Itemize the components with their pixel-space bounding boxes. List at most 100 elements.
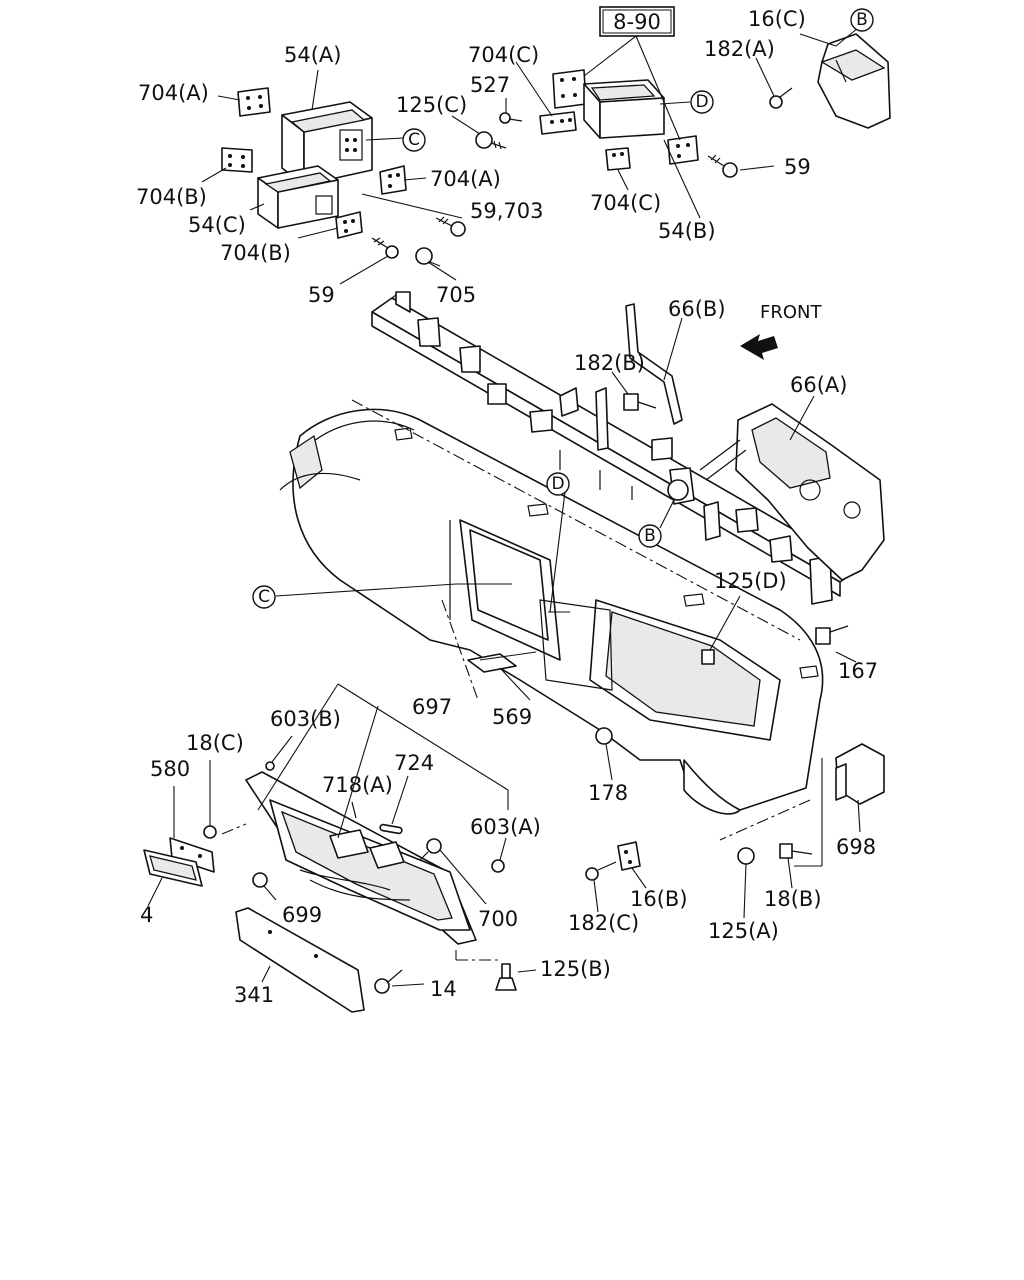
screw-18c-illustration — [203, 760, 247, 839]
callout-d-top-text: D — [695, 92, 708, 112]
plate-569-illustration — [467, 651, 537, 701]
clip-705-illustration — [415, 247, 441, 267]
callout-c-leaders — [275, 583, 512, 597]
bolt-167-illustration — [815, 625, 857, 663]
ref-box-8-90: 8-90 — [599, 6, 675, 37]
label-182a: 182(A) — [704, 37, 775, 61]
screw-527-illustration — [499, 98, 523, 124]
screw-59-703-illustration — [435, 216, 466, 237]
label-54a: 54(A) — [284, 43, 341, 67]
label-66b: 66(B) — [668, 297, 726, 321]
screw-603a-illustration — [491, 837, 507, 873]
clip-699-illustration — [252, 872, 277, 901]
label-704c-bot: 704(C) — [590, 191, 661, 215]
label-699: 699 — [282, 903, 322, 927]
front-label: FRONT — [760, 302, 822, 323]
label-700: 700 — [478, 907, 518, 931]
callout-c-panel: C — [252, 585, 276, 609]
callout-b-leaders — [659, 479, 689, 529]
label-603b: 603(B) — [270, 707, 341, 731]
label-66a: 66(A) — [790, 373, 847, 397]
callout-b-panel-text: B — [644, 526, 656, 546]
label-705: 705 — [436, 283, 476, 307]
label-704b-top: 704(B) — [136, 185, 207, 209]
label-125a: 125(A) — [708, 919, 779, 943]
label-341: 341 — [234, 983, 274, 1007]
label-704b-mid: 704(B) — [220, 241, 291, 265]
label-718a: 718(A) — [322, 773, 393, 797]
bracket-66a-illustration — [699, 395, 885, 581]
front-arrow: FRONT — [740, 302, 822, 360]
callout-d-panel-text: D — [551, 474, 564, 494]
pad-724-illustration — [379, 775, 409, 835]
bracket-704b-mid-illustration — [335, 211, 363, 239]
label-125b: 125(B) — [540, 957, 611, 981]
bracket-rt-illustration — [667, 135, 699, 165]
label-569: 569 — [492, 705, 532, 729]
label-18b: 18(B) — [764, 887, 822, 911]
glove-box-697-illustration — [245, 683, 509, 945]
screw-700-illustration — [419, 838, 487, 905]
callout-c-top: C — [402, 128, 426, 152]
bolt-18b-illustration — [779, 843, 813, 889]
label-698: 698 — [836, 835, 876, 859]
bracket-704a-top-illustration — [237, 87, 271, 117]
bracket-698-illustration — [794, 743, 885, 867]
bracket-704a-mid-illustration — [379, 165, 407, 195]
label-59-703: 59,703 — [470, 199, 543, 223]
callout-c-top-text: C — [408, 130, 420, 150]
bracket-704b-top-illustration — [221, 147, 253, 173]
callout-d-panel: D — [546, 472, 570, 496]
callout-d-leaders — [548, 483, 570, 613]
dash-connectors — [441, 599, 811, 841]
handle-4-illustration — [143, 849, 203, 907]
label-580: 580 — [150, 757, 190, 781]
label-182c: 182(C) — [568, 911, 639, 935]
bracket-580-illustration — [169, 786, 215, 873]
label-125c: 125(C) — [396, 93, 467, 117]
label-724: 724 — [394, 751, 434, 775]
label-18c: 18(C) — [186, 731, 244, 755]
bracket-704c-ref-illustration — [552, 69, 587, 109]
screw-182a-illustration — [755, 57, 793, 109]
label-16c: 16(C) — [748, 7, 806, 31]
label-54c: 54(C) — [188, 213, 246, 237]
label-125d: 125(D) — [714, 569, 787, 593]
screw-125c-illustration — [451, 115, 507, 150]
label-54b: 54(B) — [658, 219, 716, 243]
clip-603b-illustration — [265, 735, 293, 771]
ref-8-90-leaders — [583, 35, 701, 219]
label-704c-top: 704(C) — [468, 43, 539, 67]
ref-box-text: 8-90 — [613, 10, 661, 34]
callout-d-top: D — [690, 90, 714, 114]
instrument-panel-illustration — [279, 399, 824, 815]
label-603a: 603(A) — [470, 815, 541, 839]
label-14: 14 — [430, 977, 457, 1001]
label-167: 167 — [838, 659, 878, 683]
callout-b-top-text: B — [856, 10, 868, 30]
label-59-right: 59 — [784, 155, 811, 179]
screw-14-illustration — [374, 969, 425, 994]
label-704a-mid: 704(A) — [430, 167, 501, 191]
bracket-66b-illustration — [625, 303, 683, 425]
top-left-leader-lines — [201, 69, 463, 285]
screw-59-right-illustration — [707, 154, 775, 178]
screw-59-left-illustration — [371, 237, 399, 259]
bracket-16b-illustration — [617, 841, 647, 889]
pocket-54c-illustration — [257, 165, 339, 229]
callout-c-panel-text: C — [258, 587, 270, 607]
label-16b: 16(B) — [630, 887, 688, 911]
label-527: 527 — [470, 73, 510, 97]
label-4: 4 — [140, 903, 153, 927]
bolt-182b-illustration — [611, 371, 657, 411]
callout-b-panel: B — [638, 524, 662, 548]
callout-b-top: B — [850, 8, 874, 32]
clip-125b-illustration — [455, 950, 537, 991]
label-182b: 182(B) — [574, 351, 645, 375]
bracket-704c-bot-illustration — [605, 147, 631, 191]
clip-125a-illustration — [737, 847, 755, 919]
label-704a-top: 704(A) — [138, 81, 209, 105]
pocket-54b-illustration — [583, 79, 665, 139]
label-178: 178 — [588, 781, 628, 805]
screw-182c-illustration — [585, 861, 617, 913]
